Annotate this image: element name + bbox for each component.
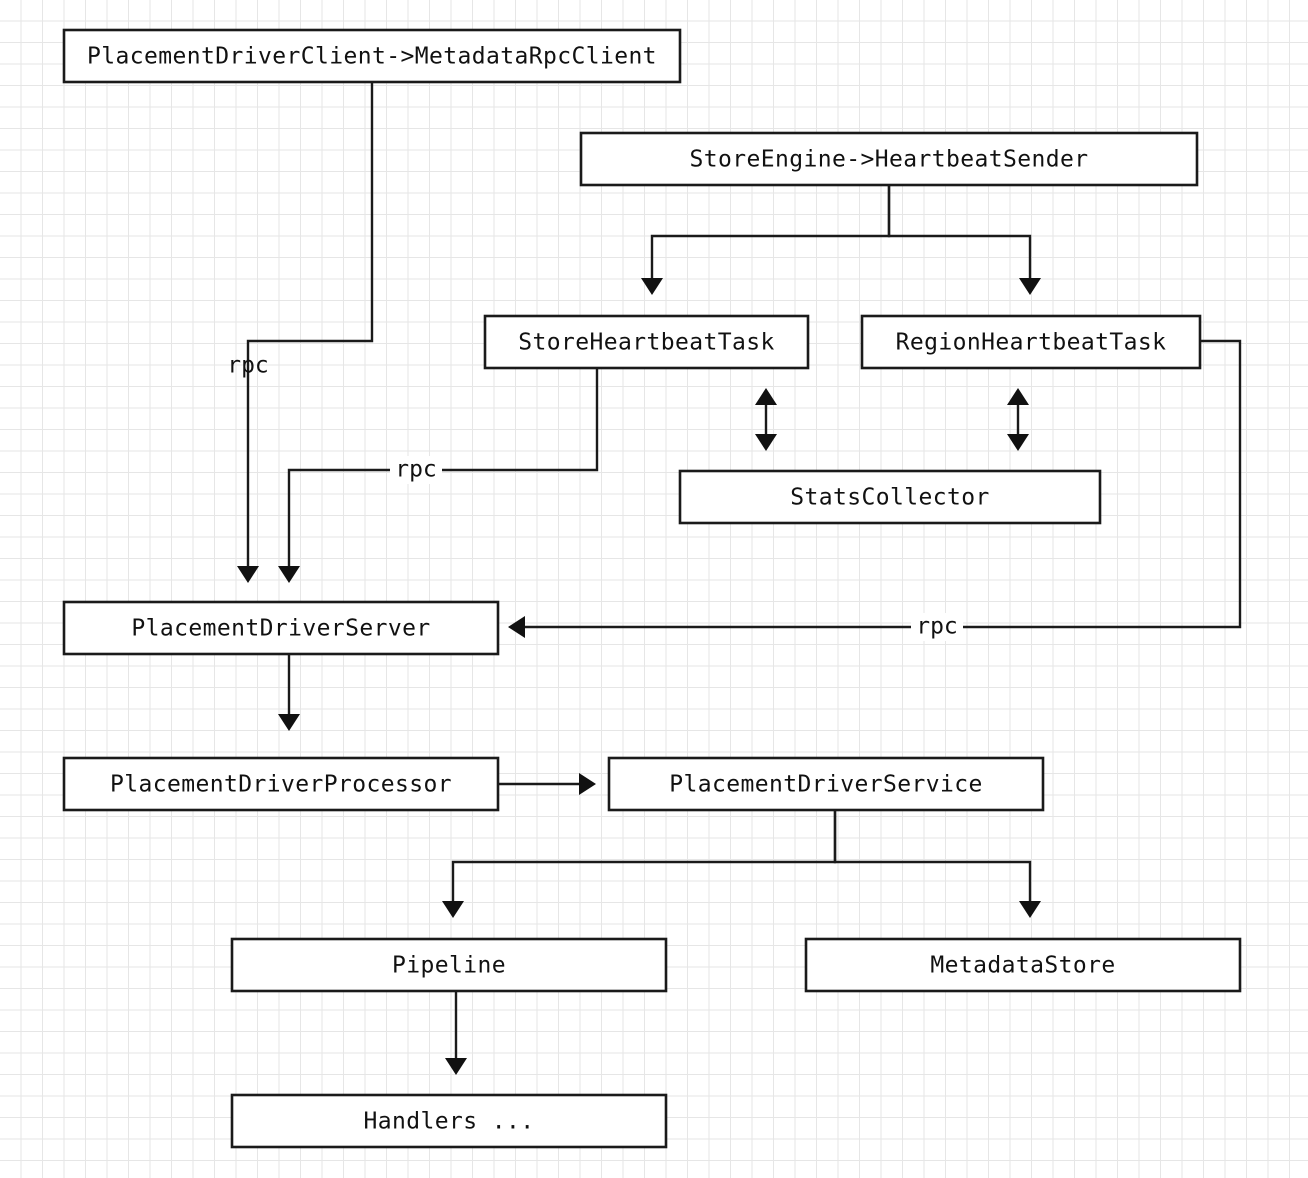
arrowhead-icon [1007,434,1029,451]
node-box[interactable] [62,600,500,656]
node-label: PlacementDriverProcessor [110,772,452,798]
edge-path [287,368,599,570]
edge-engine-to-store-task [641,185,891,295]
edge-service-to-metadata-store [833,810,1041,918]
arrowhead-icon [755,388,777,405]
arrowhead-icon [641,278,663,295]
node-stats-collector[interactable]: StatsCollector [678,469,1102,525]
edge-label-text: rpc [916,614,958,640]
edge-path [451,810,837,905]
arrowhead-icon [445,1058,467,1075]
edges-layer [237,82,1242,1075]
edge-path [833,810,1032,905]
arrowhead-icon [1019,901,1041,918]
node-label: Pipeline [392,953,506,979]
node-box[interactable] [230,937,668,993]
arrowhead-icon [1019,278,1041,295]
arrowhead-icon [508,616,525,638]
edge-label-client-to-server: rpc [227,353,269,379]
node-label: PlacementDriverServer [131,616,430,642]
node-region-heartbeat-task[interactable]: RegionHeartbeatTask [860,314,1202,370]
edge-path [521,339,1242,629]
node-box[interactable] [804,937,1242,993]
node-box[interactable] [62,756,500,812]
edge-path [650,185,891,282]
arrowhead-icon [278,714,300,731]
node-placement-driver-service[interactable]: PlacementDriverService [607,756,1045,812]
node-label: RegionHeartbeatTask [896,330,1167,356]
edge-region-task-to-server [508,339,1242,638]
node-store-engine[interactable]: StoreEngine->HeartbeatSender [579,131,1199,187]
node-box[interactable] [230,1093,668,1149]
edge-labels-layer: rpc rpc rpc [227,353,963,641]
node-label: PlacementDriverService [669,772,982,798]
edge-store-task-to-server [278,368,599,583]
arrowhead-icon [442,901,464,918]
edge-region-task-to-stats [1007,388,1029,451]
node-box[interactable] [678,469,1102,525]
edge-label-store-task-to-server: rpc [390,456,442,484]
edge-client-to-server [237,82,374,583]
node-label: PlacementDriverClient->MetadataRpcClient [87,44,657,70]
arrowhead-icon [1007,388,1029,405]
node-label: StoreEngine->HeartbeatSender [690,147,1089,173]
edge-engine-to-region-task [887,185,1041,295]
node-box[interactable] [860,314,1202,370]
node-box[interactable] [579,131,1199,187]
edge-label-text: rpc [395,457,437,483]
arrowhead-icon [579,773,596,795]
arrowhead-icon [278,566,300,583]
arrowhead-icon [237,566,259,583]
edge-processor-to-service [498,773,596,795]
edge-service-to-pipeline [442,810,837,918]
edge-pipeline-to-handlers [445,991,467,1075]
node-placement-driver-server[interactable]: PlacementDriverServer [62,600,500,656]
edge-label-region-task-to-server: rpc [911,613,963,641]
node-label: Handlers ... [364,1109,535,1135]
node-box[interactable] [62,28,682,84]
edge-server-to-processor [278,654,300,731]
node-store-heartbeat-task[interactable]: StoreHeartbeatTask [483,314,810,370]
edge-path [887,185,1032,282]
node-label: MetadataStore [930,953,1115,979]
node-label: StatsCollector [790,485,989,511]
node-placement-driver-client[interactable]: PlacementDriverClient->MetadataRpcClient [62,28,682,84]
edge-path [246,82,374,570]
node-placement-driver-processor[interactable]: PlacementDriverProcessor [62,756,500,812]
edge-store-task-to-stats [755,388,777,451]
node-pipeline[interactable]: Pipeline [230,937,668,993]
node-metadata-store[interactable]: MetadataStore [804,937,1242,993]
node-label: StoreHeartbeatTask [518,330,774,356]
node-box[interactable] [607,756,1045,812]
node-handlers[interactable]: Handlers ... [230,1093,668,1149]
edge-label-text: rpc [227,353,269,379]
arrowhead-icon [755,434,777,451]
node-box[interactable] [483,314,810,370]
nodes-layer: PlacementDriverClient->MetadataRpcClient… [62,28,1242,1149]
